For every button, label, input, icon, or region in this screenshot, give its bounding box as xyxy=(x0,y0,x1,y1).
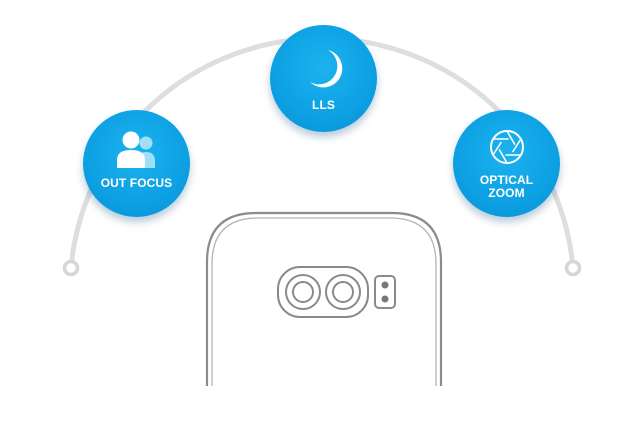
feature-out-focus: OUT FOCUS xyxy=(83,110,190,217)
feature-label: LLS xyxy=(312,98,335,112)
flash-sensor-module xyxy=(374,275,396,309)
arc-right-node xyxy=(564,259,582,277)
feature-lls: LLS xyxy=(270,25,377,132)
feature-label: OUT FOCUS xyxy=(100,176,173,190)
camera-lens-right xyxy=(325,274,361,310)
dual-camera-module xyxy=(277,266,369,318)
moon-icon xyxy=(304,47,344,96)
arc-left-node xyxy=(62,259,80,277)
feature-optical-zoom: OPTICAL ZOOM xyxy=(453,110,560,217)
feature-label: OPTICAL ZOOM xyxy=(479,173,534,200)
people-icon xyxy=(109,130,165,175)
aperture-icon xyxy=(488,128,526,171)
camera-lens-left xyxy=(285,274,321,310)
phone-back xyxy=(205,211,443,386)
